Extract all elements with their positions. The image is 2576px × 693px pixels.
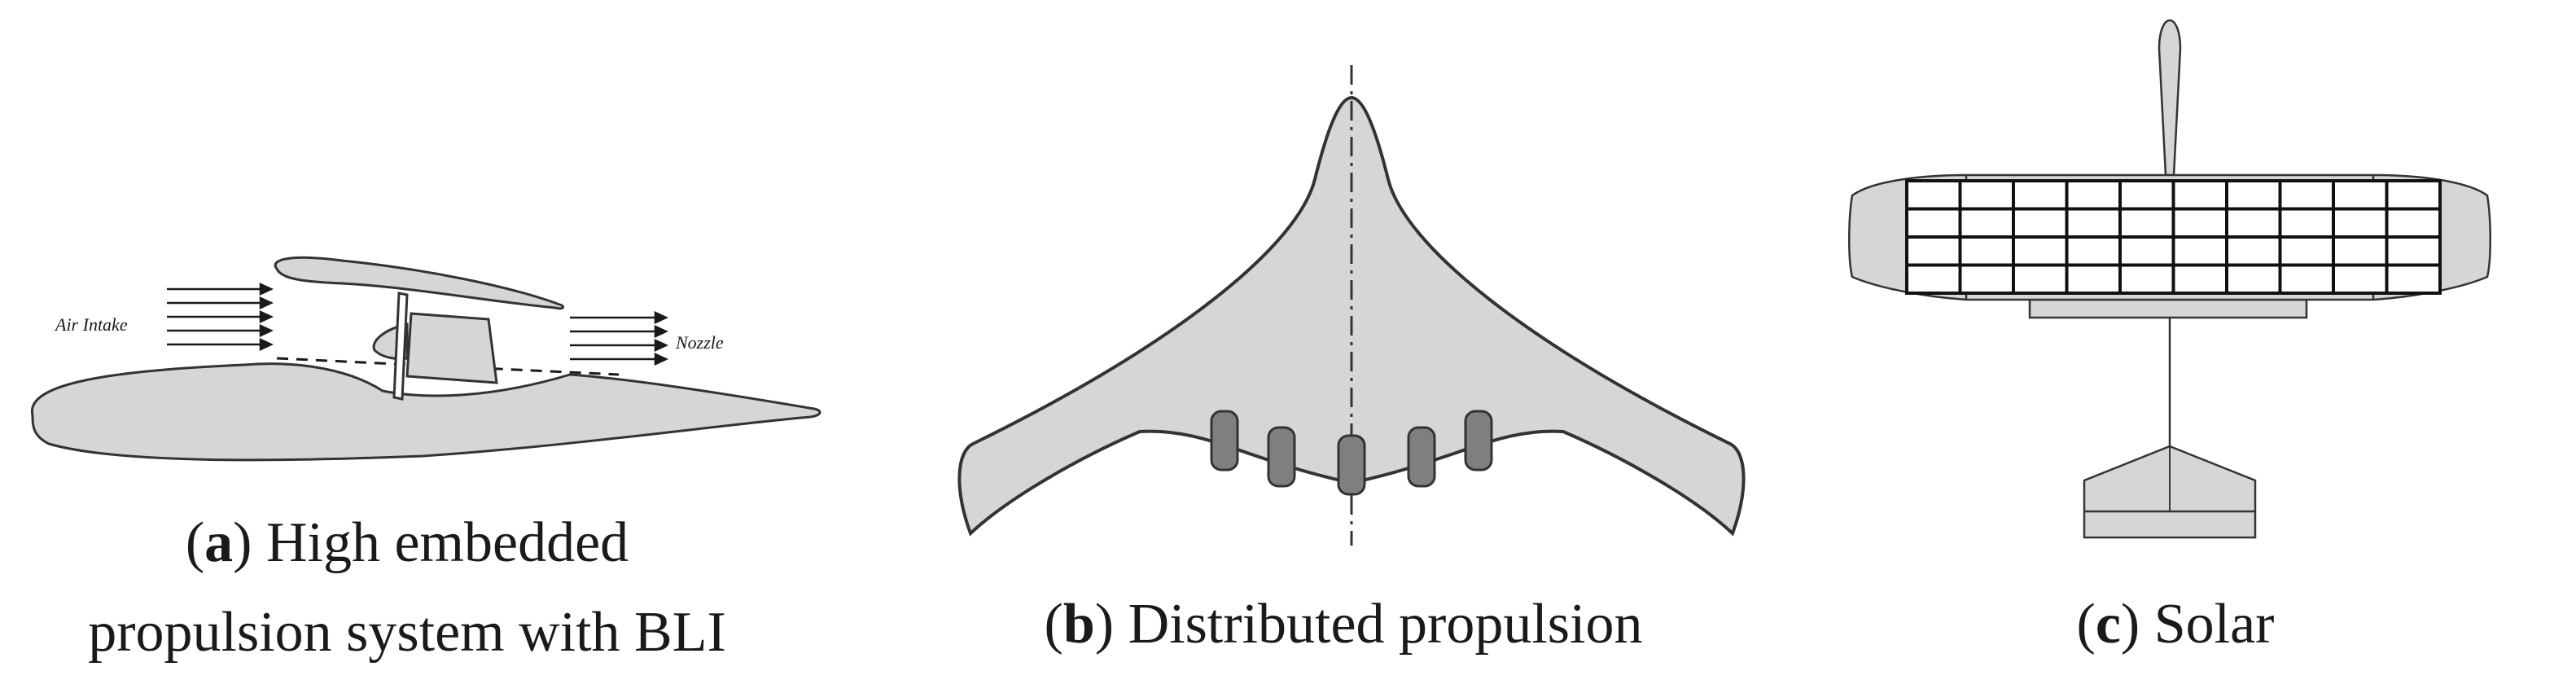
caption-a-letter: a xyxy=(204,511,234,574)
caption-a-line2: propulsion system with BLI xyxy=(88,601,726,664)
engine-pod xyxy=(1337,434,1366,496)
bli-propulsion-diagram: Air Intake Nozzle xyxy=(30,256,821,462)
engine-pod xyxy=(1464,410,1493,472)
air-intake-label: Air Intake xyxy=(54,314,128,335)
engine-pod xyxy=(1407,426,1436,488)
caption-a: (a) High embedded propulsion system with… xyxy=(0,498,814,678)
caption-c-line1: (c) Solar xyxy=(2076,593,2275,656)
caption-c: (c) Solar xyxy=(1775,580,2576,669)
engine-pods xyxy=(1210,410,1493,496)
engine-pod xyxy=(1210,410,1239,472)
nozzle-label: Nozzle xyxy=(675,332,724,353)
caption-b: (b) Distributed propulsion xyxy=(936,580,1750,669)
caption-b-text1: Distributed propulsion xyxy=(1128,593,1643,656)
panel-c: (c) Solar xyxy=(1775,0,2576,693)
engine-pod xyxy=(1267,426,1296,488)
caption-b-letter: b xyxy=(1062,593,1095,656)
vertical-fin xyxy=(2158,19,2182,177)
caption-b-line1: (b) Distributed propulsion xyxy=(1044,593,1643,656)
caption-c-letter: c xyxy=(2095,593,2121,656)
wing-flap xyxy=(2028,298,2308,319)
nozzle-arrows xyxy=(570,311,668,366)
panel-a: Air Intake Nozzle (a) High embedded prop… xyxy=(0,0,863,693)
distributed-propulsion-diagram xyxy=(957,65,1746,546)
caption-a-line1: (a) High embedded xyxy=(185,511,629,574)
caption-c-text1: Solar xyxy=(2153,593,2275,656)
fuselage-body xyxy=(30,362,821,462)
upper-cowl xyxy=(274,256,565,310)
solar-aircraft-diagram xyxy=(1848,19,2491,539)
caption-a-text1: High embedded xyxy=(265,511,629,574)
engine-core xyxy=(405,312,498,384)
solar-panel-grid xyxy=(1905,179,2442,295)
intake-arrows xyxy=(167,283,274,351)
panel-b: (b) Distributed propulsion xyxy=(936,0,1750,693)
fan-blade xyxy=(392,292,409,401)
